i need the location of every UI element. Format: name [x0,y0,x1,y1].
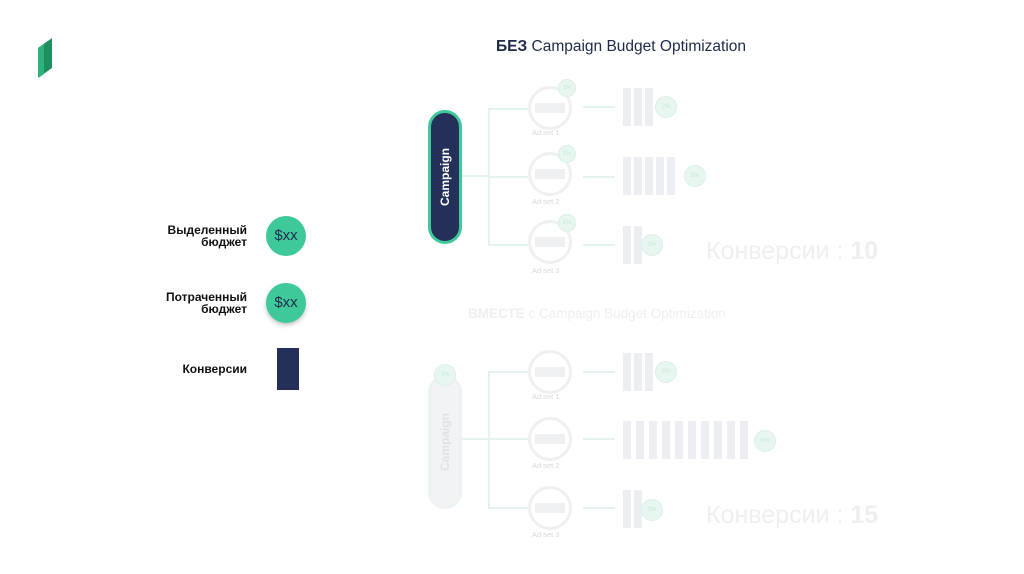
adset-label: Ad set 1 [532,128,560,137]
bottom-title: ВМЕСТЕ с Campaign Budget Optimization [468,306,726,321]
total-conversions-top: Конверсии : 10 [706,237,879,265]
conversion-bar [636,421,644,459]
connector-line [462,175,490,177]
adset-budget-badge: 1% [558,79,576,97]
conversion-bar [662,421,670,459]
total-conversions-bottom: Конверсии : 15 [706,501,879,529]
adset-label: Ad set 3 [532,266,560,275]
adset-label: Ad set 1 [532,392,560,401]
connector-line [488,176,528,178]
conversion-bar [623,88,631,126]
conversion-result-badge: 5% [684,165,706,187]
conversion-bar [727,421,735,459]
connector-line [583,244,615,246]
connector-line [583,507,615,509]
adset-label: Ad set 2 [532,461,560,470]
conversion-bar [623,490,631,528]
conversion-result-badge: 3% [641,234,663,256]
conversion-bar [645,88,653,126]
conversion-bar [656,157,664,195]
connector-line [583,438,615,440]
conversion-result-badge: 3% [655,361,677,383]
conversion-bar [667,157,675,195]
conversion-bar [623,157,631,195]
campaign-budget-badge: 3% [434,364,456,386]
connector-line [583,106,615,108]
spent-budget-coin: $xx [266,283,306,323]
connector-line [488,371,490,509]
top-title: БЕЗ Campaign Budget Optimization [496,38,747,55]
connector-line [488,244,528,246]
conversion-bar [645,157,653,195]
conversion-result-badge: 6% [754,430,776,452]
connector-line [488,108,528,110]
conversion-bar [634,490,642,528]
campaign-node: Campaign [428,110,462,244]
conversion-bar [688,421,696,459]
conversion-bar [634,226,642,264]
connector-line [583,176,615,178]
conversion-bar [675,421,683,459]
adset-budget-badge: 1% [558,145,576,163]
conversion-block-icon [277,348,299,390]
conversion-bar [623,353,631,391]
adset-node-2 [528,417,572,461]
connector-line [462,438,490,440]
conversion-bar [623,226,631,264]
conversion-bar [634,353,642,391]
conversion-bar [634,88,642,126]
adset-label: Ad set 2 [532,197,560,206]
conversion-result-badge: 2% [655,96,677,118]
brand-logo [38,38,52,78]
connector-line [488,371,528,373]
conversion-bar [701,421,709,459]
adset-label: Ad set 3 [532,530,560,539]
allocated-budget-coin: $xx [266,216,306,256]
adset-node-1 [528,350,572,394]
legend-conversions-label: Конверсии [182,362,247,376]
campaign-node-cbo: Campaign [428,375,462,509]
adset-node-3 [528,486,572,530]
conversion-bar [634,157,642,195]
conversion-bar [623,421,631,459]
connector-line [488,438,528,440]
conversion-bar [645,353,653,391]
conversion-bar [740,421,748,459]
connector-line [488,507,528,509]
connector-line [583,371,615,373]
conversion-result-badge: 3% [641,499,663,521]
conversion-bar [714,421,722,459]
conversion-bar [649,421,657,459]
adset-budget-badge: 1% [558,214,576,232]
